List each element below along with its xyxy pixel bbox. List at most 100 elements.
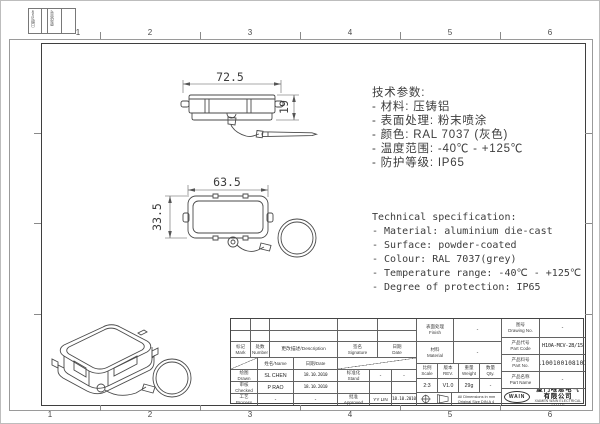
rev-row-cell [337,319,377,330]
dim-72-5-lines [183,80,281,93]
rev-row-cell [377,330,416,341]
scale-value: 2:3 [416,378,437,392]
iso-latch [97,384,105,392]
top-view-pin-right [267,213,273,222]
iso-walls [64,347,152,388]
projection-cone-icon [436,394,448,404]
top-view-ring-outer [278,219,316,257]
company-name-en: XIAMEN WAIN ELECTRICAL CO.LTD [534,399,582,405]
weight-value: 29g [458,378,479,392]
iso-front-recesses [74,356,137,377]
tech-spec-cn-line: - 材料: 压铸铝 [372,101,451,114]
projection-symbols [416,392,451,405]
rev-value: V1.0 [437,378,458,392]
drawn-date: 18.10.2010 [293,369,337,381]
tech-spec-en-line: - Degree of protection: IP65 [372,281,541,293]
grid-ref-top: 1 [75,28,81,37]
tech-spec-en-line: - Colour: RAL 7037(grey) [372,253,517,265]
corner-divider [41,9,42,33]
rev-header-signature: 签名 Signature [337,341,377,357]
top-view-ring-inner [281,222,313,254]
grid-tick [585,223,592,224]
part-name-label: 产品名称 Part Name [501,371,539,388]
iso-cord [105,384,155,395]
process-name: - [257,393,293,405]
stand-label: 标准化 Stand [337,369,369,381]
dim-label-width-side: 72.5 [216,70,244,84]
grid-ref-top: 3 [247,28,253,37]
grid-ref-bottom: 4 [347,410,353,419]
iso-ring-outer [153,359,191,397]
part-code-label: 产品代号 Part Code [501,337,539,354]
isometric-view [52,325,191,397]
title-block: 标记 Mark 处数 Number 更改描述/Description 签名 Si… [230,318,585,405]
grid-tick [34,223,41,224]
side-view-cord [227,113,317,138]
rev-header-date: 日期 Date [377,341,416,357]
rev-row-cell [231,319,250,330]
grid-ref-bottom: 1 [47,410,53,419]
drawing-no-label: 图号 Drawing No. [501,319,539,337]
process-date: - [293,393,337,405]
tech-spec-english: Technical specification: - Material: alu… [372,211,581,294]
grid-tick [200,32,201,39]
part-name-value: - [539,371,585,388]
side-view-body [189,95,275,120]
company-block: WAIN 厦门唯恩电气有限公司 XIAMEN WAIN ELECTRICAL C… [501,388,585,405]
checked-label: 审核 Checked [231,381,257,393]
projection-crosshair-icon [420,394,431,404]
iso-top-face-inner [67,328,145,369]
corner-divider [47,9,48,33]
grid-tick [200,405,201,411]
empty-cell [391,381,416,393]
rev-label: 版本 REV. [437,363,458,378]
sheet-inner-frame [41,43,586,406]
material-label: 材料 Material [416,341,453,363]
top-view-latch-pin [231,240,235,244]
wain-logo: WAIN [504,391,530,403]
weight-label: 重量 Weight [458,363,479,378]
dimension-lines [165,80,299,238]
grid-ref-top: 5 [447,28,453,37]
subheader-date: 日期/Date [293,357,337,369]
diagonal-cell [231,357,257,369]
company-name-cn: 厦门唯恩电气有限公司 [536,388,580,401]
rev-header-description: 更改描述/Description [269,341,337,357]
grid-ref-bottom: 2 [147,410,153,419]
grid-tick [100,32,101,39]
rev-header-number: 处数 Number [250,341,269,357]
qty-label: 数量 Qty. [479,363,501,378]
iso-end-pins [52,330,158,368]
drawn-name: SL CHEN [257,369,293,381]
grid-tick [300,405,301,411]
tech-spec-en-line: - Surface: powder-coated [372,239,517,251]
grid-tick [300,32,301,39]
drawn-label: 绘图 Drawn [231,369,257,381]
approved-name: YY LIN [369,393,391,405]
grid-ref-top: 4 [347,28,353,37]
top-view-pin-left [183,213,189,222]
rev-row-cell [250,319,269,330]
grid-tick [100,405,101,411]
drawing-no-value: - [539,319,585,337]
rev-row-cell [250,330,269,341]
approved-label: 批准 Approved [337,393,369,405]
material-value: - [453,341,501,363]
subheader-name: 姓名/Name [257,357,293,369]
scale-label: 比例 Scale [416,363,437,378]
part-code-value: H10A-MCV-2B/15 [539,337,585,354]
rev-row-cell [337,330,377,341]
tech-spec-en-line: - Temperature range: -40℃ - +125℃ [372,267,582,279]
checked-name: P RAO [257,381,293,393]
grid-ref-top: 2 [147,28,153,37]
grid-tick [585,314,592,315]
empty-cell [337,381,369,393]
finish-label: 表面处理 Finish [416,319,453,341]
stand-signature: - [369,369,391,381]
diagonal-cell [337,357,416,369]
grid-tick [500,32,501,39]
dim-63-5-lines [188,185,268,197]
finish-value: - [453,319,501,341]
top-view-outer [188,196,268,238]
